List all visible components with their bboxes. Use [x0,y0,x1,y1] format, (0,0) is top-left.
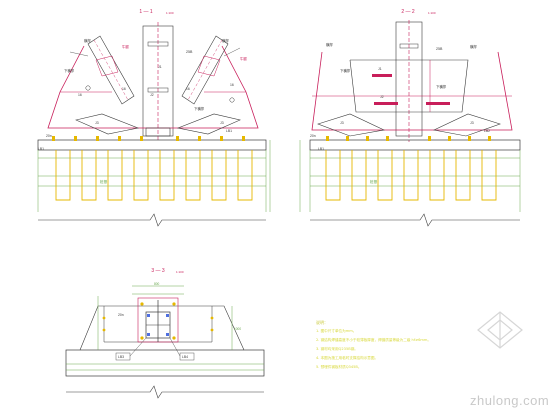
label-lb1-left: LB1 [38,147,44,151]
label-3-lb4: LB4 [182,355,188,359]
section-2-title: 2 — 2 [401,9,415,15]
column-plate-mid [147,87,169,93]
notes-block: 说明： 1. 图中尺寸单位为mm。 2. 钢结构焊缝高度不小于较薄板厚度，焊缝质… [316,318,466,372]
label-25b: 25B [186,50,193,54]
label-3-800: 800 [154,282,160,286]
label-3-1000: 1000 [234,327,241,331]
label-2-j3-right: J3 [470,121,474,125]
brace-right-axis [187,39,223,101]
label-16-d: 16 [230,83,234,87]
bolt-row-2 [326,136,491,141]
section-1-title: 1 — 1 [139,9,153,15]
section-2-2: 2 — 2 1:100 横撑 横撑 25B J1 J2 J3 J3 下横撑 下横… [299,9,521,227]
note-item-4: 4. 本图为施工用临时支撑结构示意图。 [316,356,379,360]
base-slab-3 [65,349,265,377]
label-lower-brace-left: 下横撑 [64,68,75,73]
label-16-c: 16 [186,87,190,91]
leader-lb3 [129,337,147,357]
section-3-3: 3 — 3 1:100 800 20n LB3 LB4 1000 [65,268,265,399]
watermark-logo [477,311,523,349]
bolt-row-1 [52,136,245,141]
column-base [145,127,171,137]
note-item-2: 2. 钢结构焊缝高度不小于较薄板厚度，焊缝质量等级为二级 hf≥6mm。 [316,338,431,342]
break-line-1 [38,213,266,227]
leader-lb4 [169,337,181,357]
label-3-20n: 20n [118,313,124,317]
label-20n: 20n [46,134,52,138]
label-2-foot: 桩基 [370,179,378,184]
trapezoid-frame [349,59,469,113]
label-2-20n: 20n [310,134,316,138]
leader-a [69,51,89,57]
callout-circle-right [229,97,235,103]
label-2-lower-right: 下横撑 [436,84,447,89]
base-slab [37,139,267,151]
column-2-plate-upper [399,43,419,49]
plate-j1-2 [372,74,392,77]
section-1-scale: 1:100 [166,11,174,15]
label-2-j2: J2 [380,95,384,99]
pile-markers-3 [147,314,169,336]
section-1-1: 1 — 1 1:100 横撑 横撑 25B 牛腿 牛腿 J1 J2 J3 J3 … [37,9,271,227]
label-2-brace-right: 横撑 [470,44,477,49]
plate-j2-2b [426,102,450,105]
callout-circle-left [85,85,91,91]
label-2-lb-right: LB2 [484,129,490,133]
break-line-3 [66,385,264,399]
pile-group-1 [55,150,253,201]
label-2-lb-left: LB1 [318,147,324,151]
note-item-5: 5. 预埋件钢板材质Q345B。 [316,365,362,369]
label-bracket-right: 牛腿 [240,56,247,61]
label-2-j3-left: J3 [340,121,344,125]
notes-heading: 说明： [316,320,328,325]
label-brace-left: 横撑 [84,38,91,43]
bolts-3 [102,302,214,340]
brace-left-axis [93,39,129,101]
label-2-25b: 25B [436,47,443,51]
label-j2: J2 [150,93,154,97]
label-16-a: 16 [78,93,82,97]
note-item-1: 1. 图中尺寸单位为mm。 [316,329,357,333]
label-foot: 桩基 [100,179,108,184]
label-j1: J1 [158,65,162,69]
fan-2-outline [311,51,513,131]
brace-left [87,35,135,105]
label-lb1-right: LB1 [226,129,232,133]
label-2-brace-left: 横撑 [326,42,333,47]
label-bracket-left: 牛腿 [122,44,129,49]
label-2-lower-left: 下横撑 [340,68,351,73]
pier-3-outline [79,305,245,351]
label-16-b: 16 [122,87,126,91]
label-2-j1: J1 [378,67,382,71]
label-j3-right: J3 [220,121,224,125]
lb3-box [115,352,131,361]
fan-outline [47,45,259,129]
leg-left [75,113,140,135]
label-lower-brace-right: 下横撑 [194,106,205,111]
break-line-2 [310,213,520,227]
leader-b [223,47,241,57]
section-2-scale: 1:100 [428,11,436,15]
label-brace-right: 横撑 [222,38,229,43]
label-3-lb3: LB3 [118,355,124,359]
label-j3-left: J3 [95,121,99,125]
section-3-scale: 1:100 [176,270,184,274]
leg-2-left [317,113,385,137]
brace-left-plate [95,55,119,77]
leg-2-right [433,113,501,137]
section-3-title: 3 — 3 [151,268,165,274]
leg-right [176,113,241,135]
plate-j2-2 [374,102,398,105]
brace-right-plate [197,55,221,77]
note-item-3: 3. 钢材均采用Q235B钢。 [316,347,358,351]
column-plate-upper [147,41,169,47]
base-slab-2 [309,139,521,151]
watermark-text: zhulong.com [470,393,550,408]
brace-right [181,35,229,105]
pile-group-2 [325,150,497,201]
lb4-box [179,352,195,361]
